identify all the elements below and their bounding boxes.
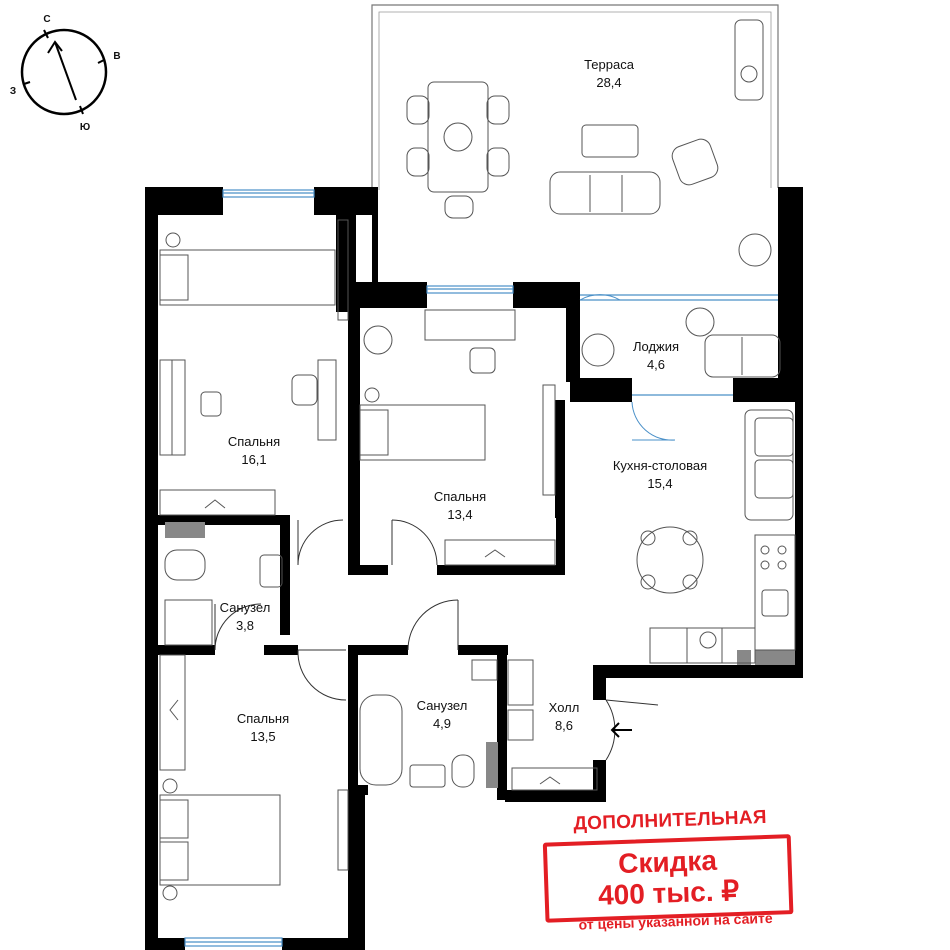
sink-icon [259, 554, 283, 588]
counter-icon [649, 627, 756, 664]
bathtub-icon [359, 694, 403, 786]
bedroom2-name: Спальня [434, 489, 486, 504]
shower-icon [164, 599, 213, 646]
bedroom1-name: Спальня [228, 434, 280, 449]
compass-north: С [43, 14, 50, 25]
furniture [159, 19, 796, 901]
washer-icon [471, 659, 498, 681]
toilet-icon [164, 549, 206, 581]
wardrobe-icon [159, 489, 276, 516]
bed-icon [159, 249, 336, 306]
bike-icon [734, 19, 764, 101]
windows [184, 189, 778, 947]
kitchen-name: Кухня-столовая [613, 458, 707, 473]
compass-needle [54, 41, 77, 101]
compass: С В Ю З [10, 14, 121, 133]
kitchen-area: 15,4 [647, 476, 672, 491]
side-table-icon [685, 307, 715, 337]
sofa-icon [704, 334, 781, 378]
bedroom3-area: 13,5 [250, 729, 275, 744]
lamp-icon [165, 232, 181, 248]
loggia-name: Лоджия [633, 339, 679, 354]
bath2-area: 4,9 [433, 716, 451, 731]
sink-icon [409, 764, 446, 788]
sofa-icon [744, 409, 794, 521]
hall-name: Холл [549, 700, 580, 715]
counter-icon [754, 534, 796, 651]
toilet-icon [451, 754, 475, 788]
bedroom1-area: 16,1 [241, 452, 266, 467]
wardrobe-icon [159, 654, 186, 771]
plant-icon [363, 325, 393, 355]
compass-west: З [10, 86, 16, 97]
hall-area: 8,6 [555, 718, 573, 733]
sofa-icon [549, 171, 661, 215]
dining-table-icon [636, 526, 704, 594]
compass-arrowhead [47, 40, 63, 54]
coffee-table-icon [581, 124, 639, 158]
compass-ring [20, 28, 108, 116]
plant-icon [581, 333, 615, 367]
terrace-area: 28,4 [596, 75, 621, 90]
compass-east: В [113, 51, 120, 62]
room-labels: Терраса 28,4 Спальня 16,1 Спальня 13,4 Л… [220, 57, 708, 744]
compass-south: Ю [80, 122, 90, 133]
walls [145, 187, 803, 950]
promo-amount: 400 тыс. ₽ [597, 874, 740, 911]
bath1-area: 3,8 [236, 618, 254, 633]
terrace-name: Терраса [584, 57, 635, 72]
discount-stamp: ДОПОЛНИТЕЛЬНАЯ Скидка 400 тыс. ₽ от цены… [538, 805, 822, 945]
loggia-area: 4,6 [647, 357, 665, 372]
desk-icon [317, 359, 337, 441]
wardrobe-icon [511, 767, 598, 791]
desk-icon [424, 309, 516, 341]
armchair-icon [671, 138, 719, 186]
bedroom3-name: Спальня [237, 711, 289, 726]
table-icon [427, 81, 489, 193]
bath2-name: Санузел [417, 698, 468, 713]
terrace-outline [371, 4, 779, 190]
entrance-arrow-icon [610, 722, 632, 738]
bath1-name: Санузел [220, 600, 271, 615]
bed-icon [359, 404, 486, 461]
sink-icon [761, 589, 789, 617]
bed-icon [159, 794, 281, 886]
plant-icon [738, 233, 772, 267]
bedroom2-area: 13,4 [447, 507, 472, 522]
doors [214, 294, 676, 761]
